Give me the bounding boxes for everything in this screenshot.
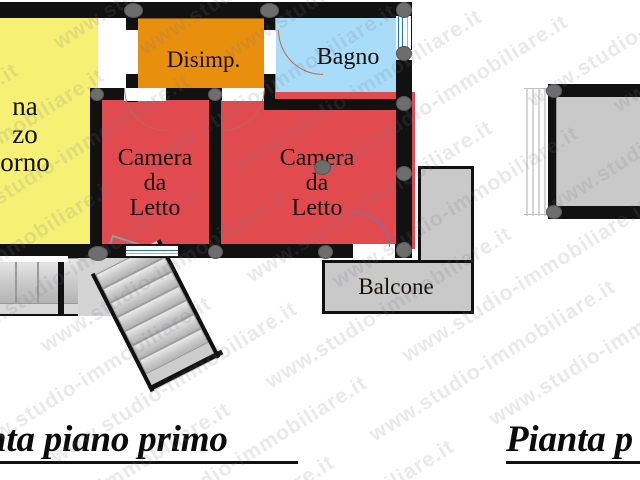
wall-right-outer-mid bbox=[396, 60, 412, 256]
room-camera-2-line-2: da bbox=[305, 170, 329, 197]
wall-node bbox=[208, 88, 222, 101]
wall-node bbox=[546, 84, 562, 98]
wall-bagno-bottom bbox=[264, 99, 412, 110]
shutter-hatch bbox=[524, 88, 548, 89]
wall-node bbox=[90, 88, 104, 101]
title-rule-right bbox=[506, 461, 640, 464]
watermark-text-3: www.studio-immobiliare.it bbox=[599, 0, 640, 5]
room-disimpegno: Disimp. bbox=[137, 18, 270, 101]
window-camera-1-bottom bbox=[126, 245, 178, 257]
room-soggiorno-line-1: na bbox=[12, 90, 38, 121]
wall-node bbox=[396, 2, 412, 18]
watermark-text-2: www.studio-immobiliare.it bbox=[485, 259, 640, 431]
room-camera-1-line-3: Letto bbox=[129, 194, 181, 221]
wall-node bbox=[314, 160, 331, 175]
title-plan-left: nta piano primo bbox=[0, 419, 228, 460]
shutter-hatch bbox=[526, 88, 528, 216]
door-gap-disimp-bagno bbox=[264, 30, 276, 74]
wall-top-outer bbox=[0, 2, 412, 18]
wall-node bbox=[396, 96, 412, 111]
title-rule-left bbox=[0, 461, 298, 464]
watermark-text: www.studio-immobiliare.it bbox=[204, 435, 458, 480]
plan-right-clipped bbox=[524, 84, 640, 220]
room-soggiorno-line-3: orno bbox=[0, 147, 50, 178]
door-gap-balcone bbox=[353, 244, 395, 259]
room-soggiorno: na zo orno bbox=[0, 18, 98, 250]
room-camera-1-line-1: Camera bbox=[117, 145, 193, 172]
wall-node bbox=[396, 242, 412, 258]
shutter-hatch bbox=[532, 88, 534, 216]
wall-node bbox=[260, 3, 279, 18]
room-disimpegno-label: Disimp. bbox=[166, 46, 241, 72]
title-plan-right: Pianta p bbox=[506, 419, 633, 460]
room-camera-1-line-2: da bbox=[143, 170, 167, 197]
window-bagno-right bbox=[396, 16, 411, 50]
door-gap-soggiorno-bottom bbox=[0, 256, 68, 262]
shutter-hatch bbox=[544, 88, 546, 216]
wall-node bbox=[546, 205, 562, 219]
wall-node bbox=[396, 166, 412, 181]
staircase bbox=[0, 234, 224, 412]
wall-node bbox=[208, 245, 223, 259]
wall-node bbox=[88, 246, 108, 261]
room-balcone: Balcone bbox=[322, 166, 474, 314]
wall-node bbox=[318, 245, 333, 259]
room-balcone-label: Balcone bbox=[358, 274, 434, 300]
wall-between-cameras bbox=[209, 88, 221, 256]
room-bagno-label: Bagno bbox=[316, 43, 380, 70]
wall-camera1-left bbox=[90, 88, 102, 256]
shutter-hatch bbox=[524, 214, 548, 215]
room-soggiorno-line-2: zo bbox=[12, 118, 38, 149]
door-gap-disimp-soggiorno bbox=[126, 30, 138, 74]
room-camera-2-line-3: Letto bbox=[291, 194, 343, 221]
wall-node bbox=[124, 3, 143, 18]
shutter-hatch bbox=[538, 88, 540, 216]
wall-node bbox=[396, 46, 412, 61]
